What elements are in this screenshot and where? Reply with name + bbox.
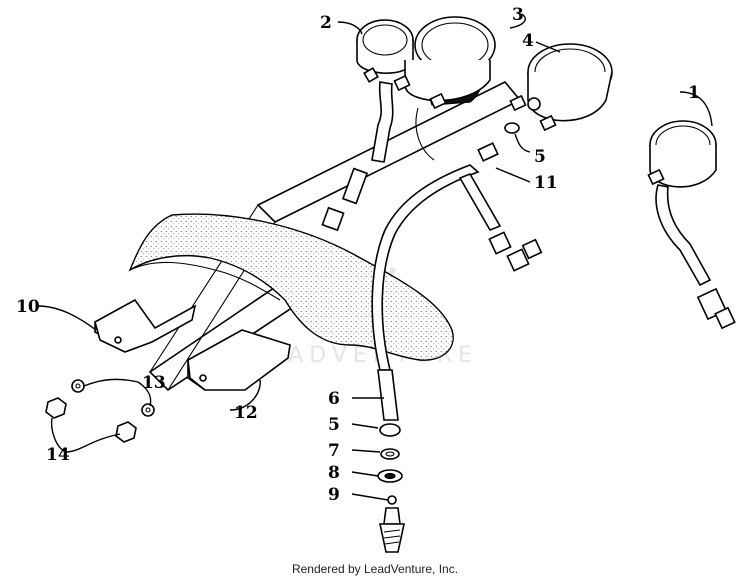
dash-panel bbox=[128, 213, 454, 361]
bracket-12 bbox=[187, 329, 291, 391]
callout-1: 1 bbox=[688, 83, 700, 103]
hardware-13-14 bbox=[45, 379, 155, 443]
bolt-stack bbox=[377, 423, 405, 553]
gauge-1 bbox=[647, 120, 736, 330]
gauge-2 bbox=[321, 19, 414, 232]
leader-lines bbox=[37, 13, 713, 501]
callout-4: 4 bbox=[522, 31, 534, 51]
callout-9: 9 bbox=[328, 485, 340, 505]
callout-12: 12 bbox=[234, 403, 258, 423]
bracket-10 bbox=[94, 298, 197, 353]
callout-8: 8 bbox=[328, 463, 340, 483]
callout-11: 11 bbox=[534, 173, 558, 193]
footer-credit: Rendered by LeadVenture, Inc. bbox=[291, 562, 459, 576]
callout-5-lower: 5 bbox=[328, 415, 340, 435]
callout-5-upper: 5 bbox=[534, 147, 546, 167]
callouts: 1 2 3 4 5 11 10 13 14 12 6 5 7 8 9 bbox=[16, 5, 700, 505]
gauge-3 bbox=[393, 16, 496, 161]
callout-2: 2 bbox=[320, 13, 332, 33]
callout-6: 6 bbox=[328, 389, 340, 409]
callout-3: 3 bbox=[512, 5, 524, 25]
callout-7: 7 bbox=[328, 441, 340, 461]
callout-13: 13 bbox=[142, 373, 166, 393]
callout-10: 10 bbox=[16, 297, 40, 317]
upper-washer-and-connector bbox=[458, 122, 543, 272]
gauge-4 bbox=[509, 43, 613, 132]
callout-14: 14 bbox=[46, 445, 70, 465]
wiring-harness bbox=[371, 164, 480, 421]
